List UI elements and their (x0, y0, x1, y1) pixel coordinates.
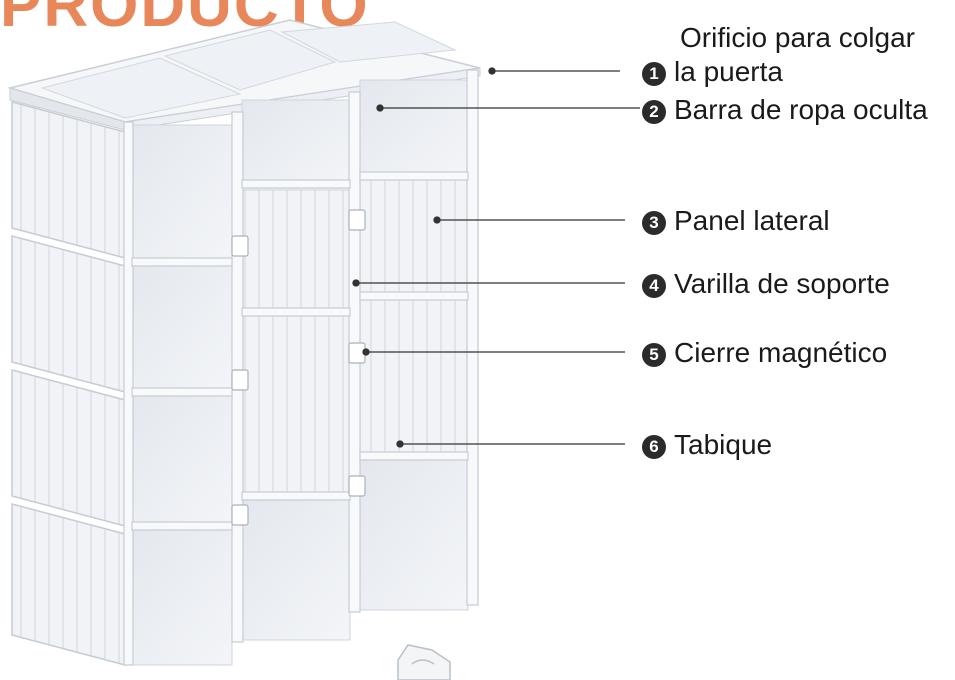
circled-number-4-icon: 4 (642, 274, 666, 298)
callout-3-label: Panel lateral (674, 205, 830, 236)
callout-6-label: Tabique (674, 429, 773, 460)
circled-number-5-icon: 5 (642, 343, 666, 367)
callout-5-label: Cierre magnético (674, 337, 888, 368)
compartments (131, 79, 469, 666)
circled-number-2-icon: 2 (642, 100, 666, 124)
side-panels (11, 101, 126, 666)
callout-1: 1 la puerta (642, 58, 783, 86)
callout-6: 6 Tabique (642, 431, 772, 459)
callout-4: 4 Varilla de soporte (642, 270, 890, 298)
top-lid (7, 19, 481, 131)
callout-2-label: Barra de ropa oculta (674, 94, 928, 125)
hanger-clip-accessory (397, 644, 451, 680)
circled-number-1-icon: 1 (642, 62, 666, 86)
callout-3: 3 Panel lateral (642, 207, 830, 235)
callout-1-label-line1: Orificio para colgar (680, 22, 915, 53)
magnetic-clasps (231, 209, 366, 526)
callout-2: 2 Barra de ropa oculta (642, 96, 928, 124)
circled-number-3-icon: 3 (642, 211, 666, 235)
callout-5: 5 Cierre magnético (642, 339, 887, 367)
callout-4-label: Varilla de soporte (674, 268, 890, 299)
callout-1-label-line2: la puerta (674, 56, 783, 87)
circled-number-6-icon: 6 (642, 435, 666, 459)
leader-lines (352, 67, 640, 448)
